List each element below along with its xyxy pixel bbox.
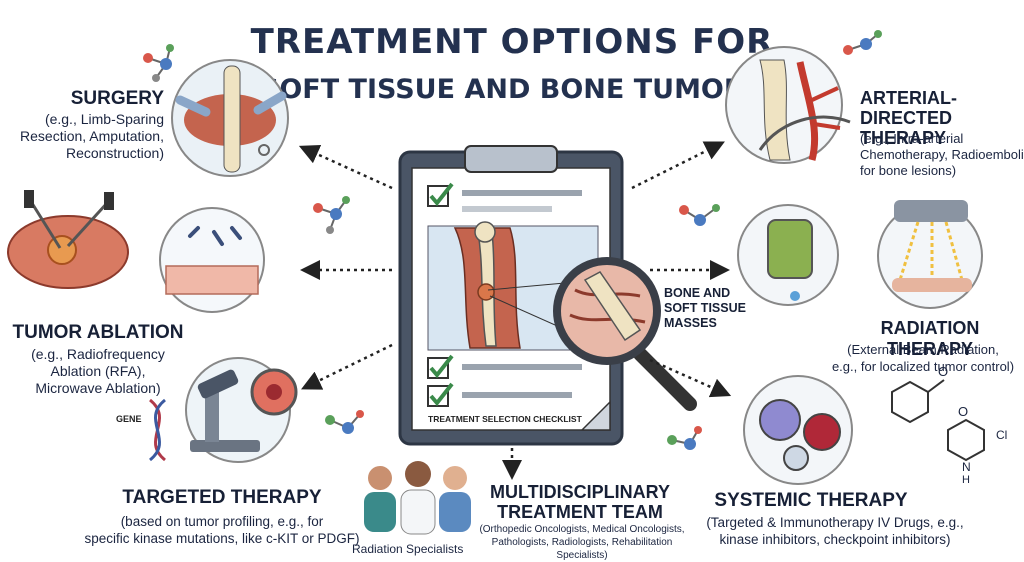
radiation-description: (External Beam Radiation,e.g., for local…	[831, 342, 1015, 374]
molecule-decorations	[143, 30, 882, 450]
systemic-heading: SYSTEMIC THERAPY	[714, 490, 908, 511]
molecule-n: N	[962, 460, 971, 474]
page-title: TREATMENT OPTIONS FOR	[250, 22, 774, 62]
team-illustration	[364, 461, 471, 535]
clipboard-caption: TREATMENT SELECTION CHECKLIST	[428, 414, 582, 424]
team-description: (Orthopedic Oncologists, Medical Oncolog…	[479, 524, 685, 561]
radiation-heading: RADIATION THERAPY	[880, 318, 980, 359]
radiation-illustration	[737, 200, 983, 309]
molecule-o1: O	[938, 364, 949, 379]
targeted-heading: TARGETED THERAPY	[122, 487, 322, 508]
ablation-heading: TUMOR ABLATION	[12, 322, 184, 343]
arterial-illustration	[725, 46, 851, 164]
magnifier-illustration	[487, 257, 697, 411]
systemic-description: (Targeted & Immunotherapy IV Drugs, e.g.…	[706, 515, 964, 547]
molecule-cl: Cl	[996, 428, 1008, 442]
systemic-illustration	[743, 375, 985, 485]
team-side-label: Radiation Specialists	[352, 542, 464, 556]
targeted-therapy-illustration	[149, 357, 298, 463]
connector-arrows	[298, 141, 732, 480]
surgery-heading: SURGERY	[70, 88, 164, 109]
gene-label: GENE	[116, 414, 142, 424]
ablation-illustration	[7, 190, 265, 313]
page-subtitle: SOFT TISSUE AND BONE TUMORS	[259, 74, 765, 105]
molecule-h: H	[962, 474, 970, 486]
surgery-illustration	[171, 59, 289, 177]
molecule-o2: O	[958, 404, 969, 419]
